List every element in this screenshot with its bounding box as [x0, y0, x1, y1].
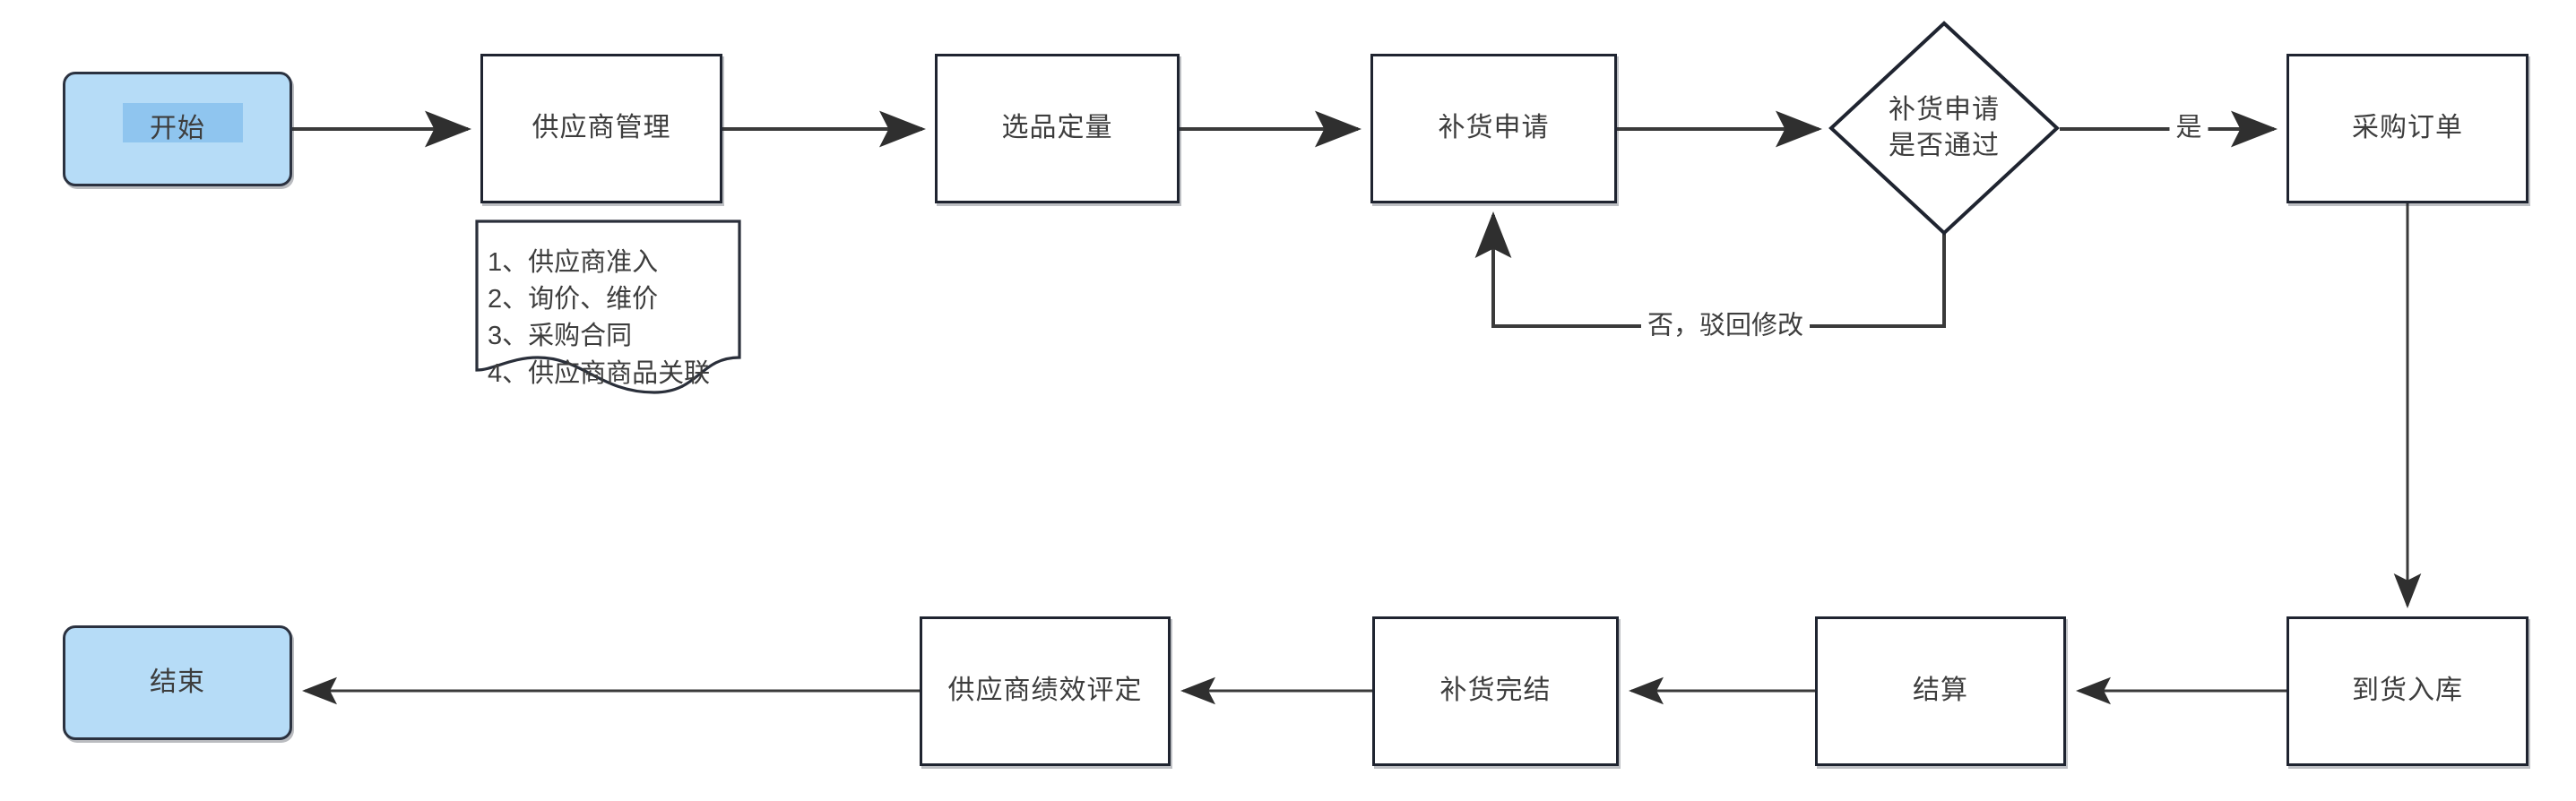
note-list: 1、供应商准入 2、询价、维价 3、采购合同 4、供应商商品关联: [488, 245, 732, 392]
node-approval-decision[interactable]: 补货申请 是否通过: [1828, 21, 2060, 236]
node-start[interactable]: 开始: [63, 72, 292, 186]
node-start-label: 开始: [150, 113, 205, 143]
node-goods-arrival[interactable]: 到货入库: [2286, 616, 2528, 766]
note-list-item: 2、询价、维价: [488, 285, 659, 314]
node-settlement[interactable]: 结算: [1815, 616, 2066, 766]
supplier-note[interactable]: 1、供应商准入 2、询价、维价 3、采购合同 4、供应商商品关联: [475, 220, 741, 394]
node-supplier-management-label: 供应商管理: [532, 113, 671, 143]
edge-label-yes: 是: [2169, 112, 2209, 144]
node-end-label: 结束: [150, 667, 205, 697]
node-end[interactable]: 结束: [63, 625, 292, 740]
node-selection-quantity-label: 选品定量: [1001, 113, 1113, 143]
node-supplier-performance[interactable]: 供应商绩效评定: [920, 616, 1171, 766]
node-replenishment-complete[interactable]: 补货完结: [1372, 616, 1619, 766]
node-supplier-management[interactable]: 供应商管理: [480, 54, 722, 203]
note-document-shape: [475, 220, 741, 394]
note-list-item: 4、供应商商品关联: [488, 358, 711, 388]
note-list-item: 3、采购合同: [488, 322, 633, 351]
node-replenishment-request-label: 补货申请: [1438, 113, 1550, 143]
node-selection-quantity[interactable]: 选品定量: [935, 54, 1180, 203]
node-goods-arrival-label: 到货入库: [2352, 676, 2463, 706]
node-purchase-order-label: 采购订单: [2352, 113, 2463, 143]
text-selection-highlight: [123, 103, 243, 142]
node-approval-decision-label: 补货申请 是否通过: [1889, 94, 2000, 161]
node-settlement-label: 结算: [1913, 676, 1968, 706]
node-replenishment-complete-label: 补货完结: [1439, 676, 1552, 706]
note-list-item: 1、供应商准入: [488, 248, 659, 277]
node-purchase-order[interactable]: 采购订单: [2286, 54, 2528, 203]
node-replenishment-request[interactable]: 补货申请: [1370, 54, 1617, 203]
edge-label-no-reject: 否，驳回修改: [1640, 310, 1811, 342]
node-supplier-performance-label: 供应商绩效评定: [947, 676, 1143, 706]
